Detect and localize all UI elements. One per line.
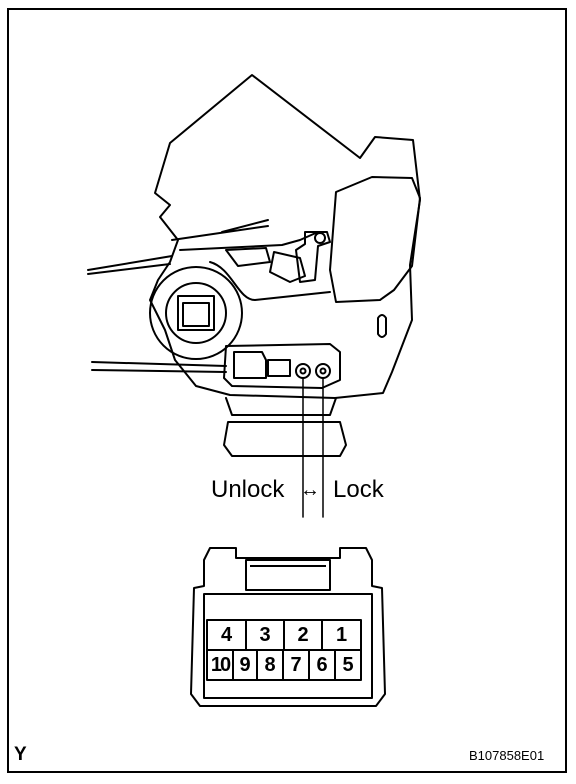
knob-outer (149, 266, 243, 360)
pin-label: 4 (220, 624, 233, 646)
double-arrow-icon: ↔ (300, 479, 320, 501)
lock-label: Lock (333, 476, 384, 503)
lock-housing (329, 176, 421, 303)
pin-label: 3 (259, 624, 271, 646)
lock-terminal (315, 363, 331, 379)
figure-id: B107858E01 (469, 748, 545, 763)
pin-label: 7 (290, 654, 302, 676)
corner-mark: Y (14, 744, 27, 765)
actuator-bracket (225, 247, 306, 283)
lever-pivot (314, 232, 326, 244)
pin-label: 10 (210, 654, 231, 676)
lever (295, 231, 331, 283)
connector-key (245, 559, 331, 591)
pin-label: 5 (342, 654, 354, 676)
unlock-terminal (295, 363, 311, 379)
pin-label: 9 (239, 654, 251, 676)
bottom-mount (225, 397, 337, 416)
pin-label: 8 (264, 654, 276, 676)
figure-frame (7, 8, 567, 773)
pin-label: 6 (316, 654, 328, 676)
bottom-plug (223, 421, 347, 457)
lock-body-outline (149, 74, 421, 399)
connector-inner-frame (203, 593, 373, 699)
pin-label: 2 (297, 624, 309, 646)
knob-ring (165, 282, 227, 344)
switch-housing (223, 343, 341, 389)
connector-outline (190, 547, 386, 707)
linkage (171, 219, 319, 251)
lower-rod (91, 361, 227, 373)
cable (209, 261, 331, 301)
pin-label: 1 (335, 624, 348, 646)
knob-slot (177, 295, 215, 331)
connector-face (190, 547, 386, 707)
housing-slot (377, 314, 387, 338)
wire-plug (233, 351, 291, 379)
control-rod (87, 255, 173, 275)
unlock-label: Unlock (211, 476, 285, 503)
